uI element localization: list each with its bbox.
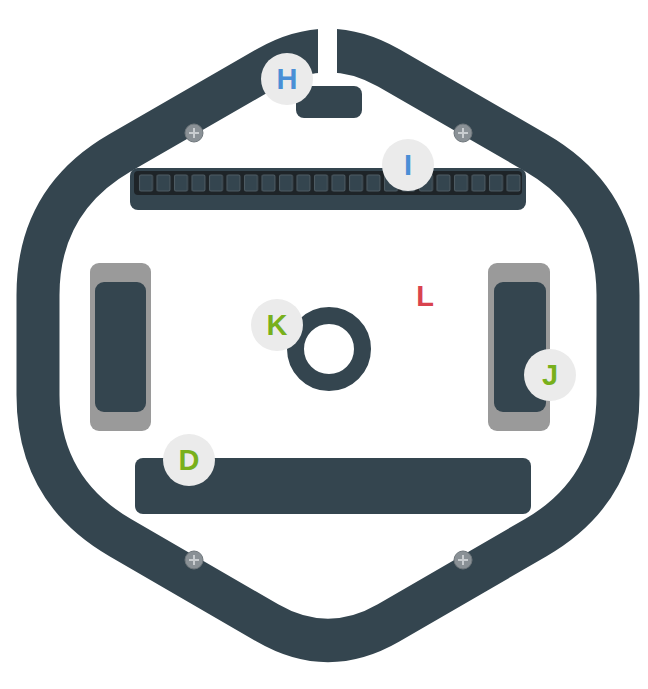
caster-ring xyxy=(296,316,363,383)
sensor-slots xyxy=(138,174,523,193)
callout-letter: H xyxy=(261,53,313,105)
sensor-array xyxy=(130,168,526,210)
callout-letter: D xyxy=(163,434,215,486)
outline-gap xyxy=(318,0,337,75)
part-label: L xyxy=(399,270,451,322)
left-wheel xyxy=(95,282,146,412)
callout-letter: J xyxy=(524,349,576,401)
sensor-array-top xyxy=(134,171,522,195)
right-wheel-housing xyxy=(488,263,550,431)
chassis-outline xyxy=(38,50,618,640)
left-wheel-housing xyxy=(90,263,151,431)
callout-letter: I xyxy=(382,139,434,191)
callout-letter: K xyxy=(251,299,303,351)
